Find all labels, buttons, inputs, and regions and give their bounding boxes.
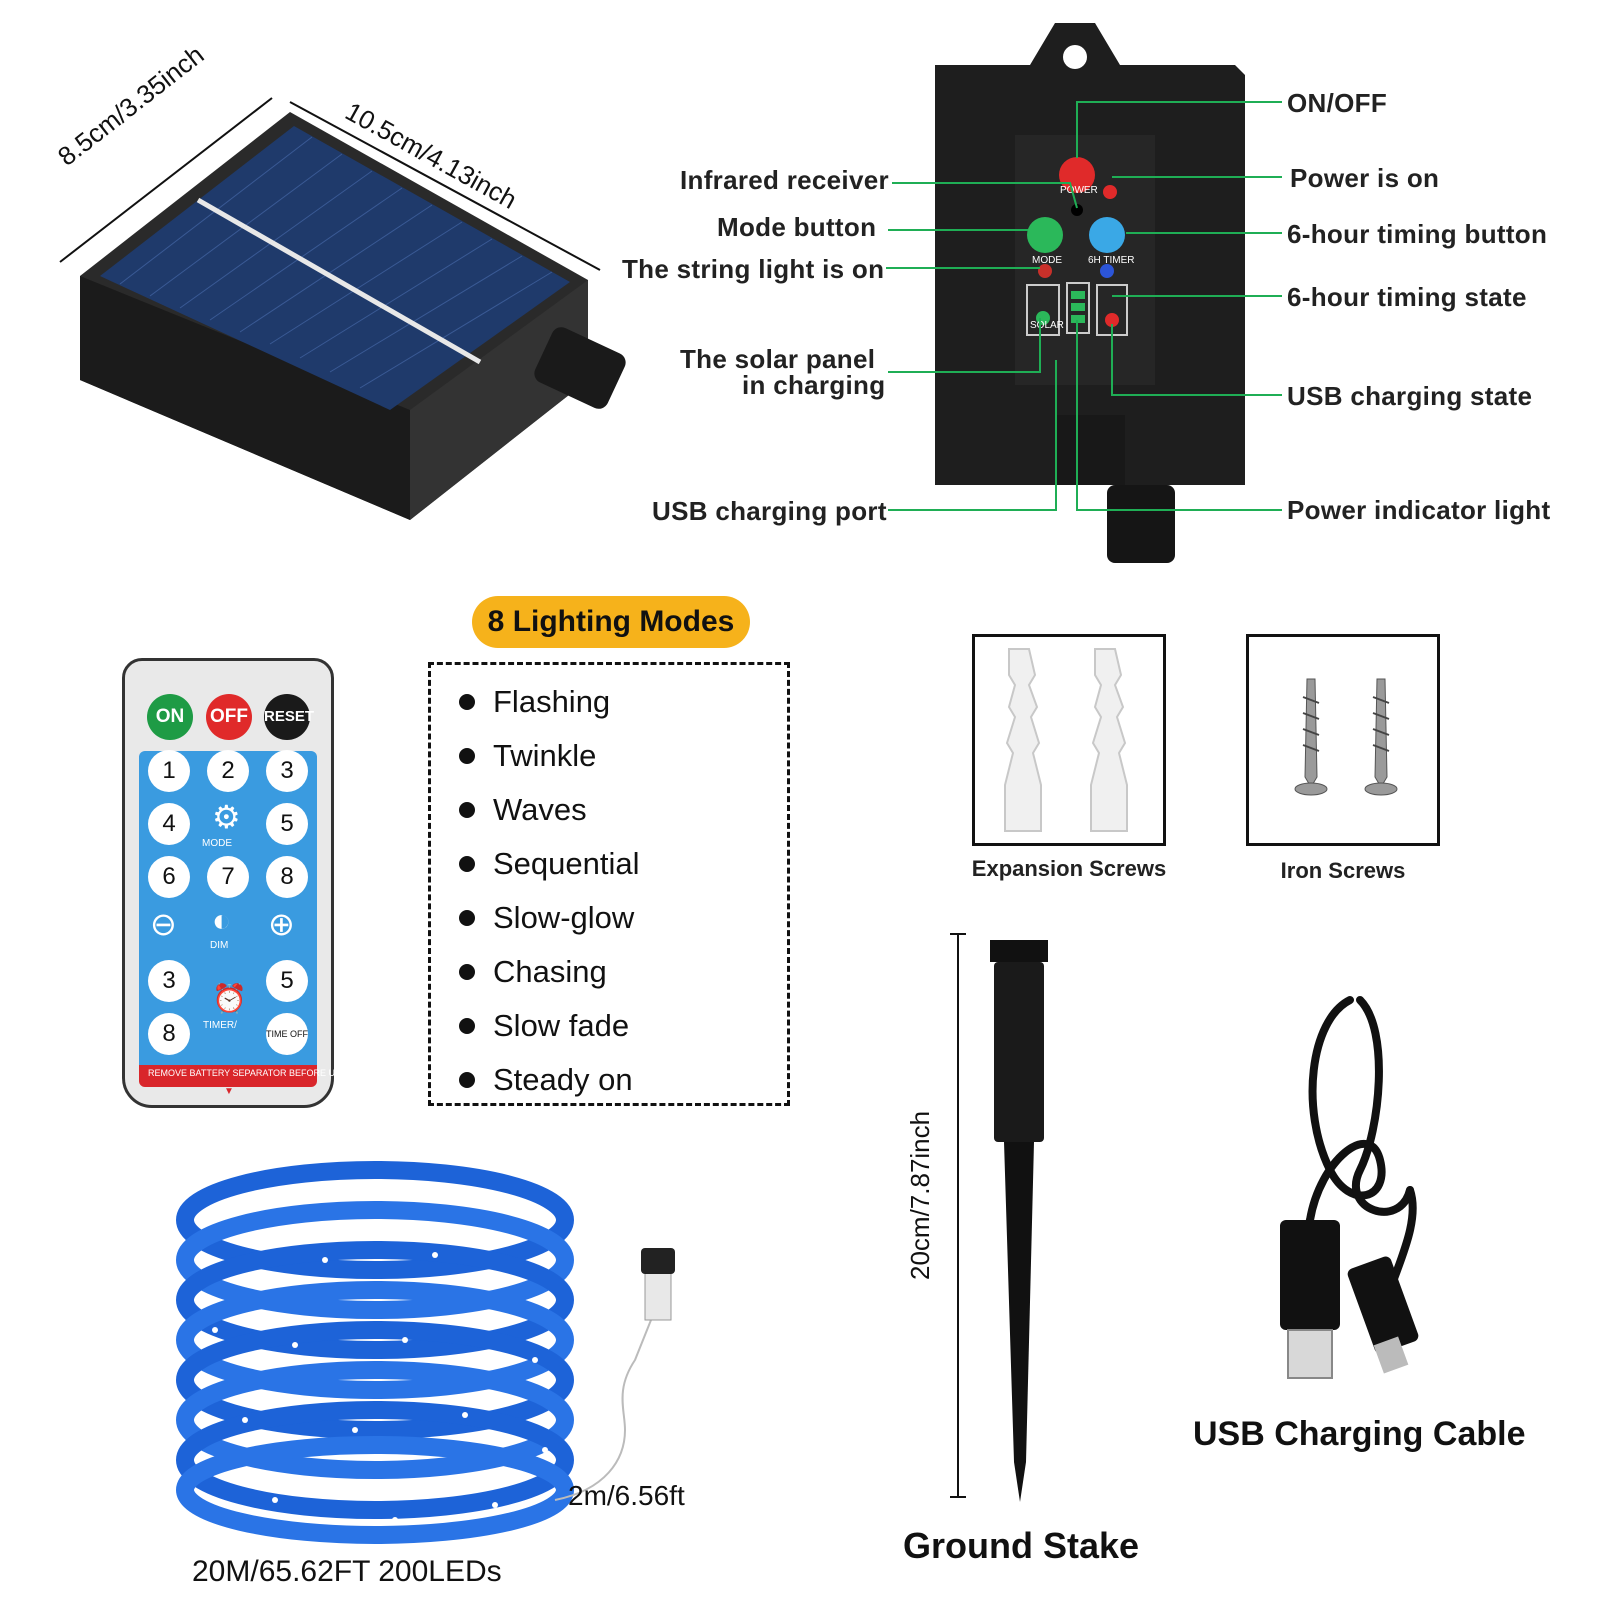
remote-arrow-icon: ▼ [224,1086,234,1097]
dim-plus-icon[interactable]: ⊕ [268,906,295,942]
controller-box [935,23,1245,563]
lighting-modes-title: 8 Lighting Modes [472,596,750,648]
label-timing-state: 6-hour timing state [1287,282,1527,312]
remote-digit-2[interactable]: 2 [207,750,249,792]
remote-digit-1[interactable]: 1 [148,750,190,792]
iron-screw-image [1294,678,1398,796]
remote-digit-8[interactable]: 8 [266,856,308,898]
label-power-indicator: Power indicator light [1287,495,1551,525]
expansion-screws-caption: Expansion Screws [971,856,1167,881]
mode-item: Steady on [459,1053,787,1107]
lighting-modes-list: Flashing Twinkle Waves Sequential Slow-g… [428,662,790,1106]
expansion-screw-image [1004,648,1128,832]
ground-stake-caption: Ground Stake [903,1525,1140,1566]
label-timing-button: 6-hour timing button [1287,219,1548,249]
mode-item: Twinkle [459,729,787,783]
remote-timer-5[interactable]: 5 [266,960,308,1002]
solar-panel-illustration [59,97,626,520]
mode-item: Waves [459,783,787,837]
rope-length-label: 20M/65.62FT 200LEDs [192,1555,502,1588]
rope-lead-length: 2m/6.56ft [568,1480,685,1511]
remote-timer-3[interactable]: 3 [148,960,190,1002]
usb-cable-caption: USB Charging Cable [1193,1415,1526,1453]
expansion-screws-box [972,634,1166,846]
dim-minus-icon[interactable]: ⊖ [150,906,177,942]
remote-digit-7[interactable]: 7 [207,856,249,898]
rope-light-coil [176,1161,675,1544]
remote-warning-text: REMOVE BATTERY SEPARATOR BEFORE USE [148,1068,348,1078]
label-solar-panel-charging-1: The solar panel [680,344,876,374]
remote-off-button[interactable]: OFF [206,694,252,740]
label-infrared-receiver: Infrared receiver [680,165,889,195]
remote-timer-label: TIMER/ [203,1020,237,1031]
mode-item: Sequential [459,837,787,891]
remote-timer-8[interactable]: 8 [148,1013,190,1055]
remote-warning-strip [139,1065,317,1087]
mode-item: Slow fade [459,999,787,1053]
dim-brightness-icon: ◐ [212,902,232,938]
power-text: POWER [1060,185,1098,196]
remote-on-button[interactable]: ON [147,694,193,740]
remote-dim-label: DIM [210,940,229,951]
remote-digit-5[interactable]: 5 [266,803,308,845]
remote-mode-label: MODE [202,838,232,849]
mode-item: Slow-glow [459,891,787,945]
remote-digit-6[interactable]: 6 [148,856,190,898]
remote-reset-button[interactable]: RESET [264,694,314,740]
label-mode-button: Mode button [717,212,877,242]
usb-cable-image [1280,996,1419,1379]
alarm-clock-icon: ⏰ [212,983,247,1014]
iron-screws-caption: Iron Screws [1280,858,1406,883]
label-solar-panel-charging-2: in charging [742,370,886,400]
remote-time-off-button[interactable]: TIME OFF [266,1013,308,1055]
label-usb-charging-state: USB charging state [1287,381,1533,411]
iron-screws-box [1246,634,1440,846]
solar-text: SOLAR [1030,320,1064,331]
ground-stake-image [950,933,1048,1502]
callout-lines [886,101,1282,511]
remote-digit-3[interactable]: 3 [266,750,308,792]
timer-text: 6H TIMER [1088,255,1135,266]
label-string-light-on: The string light is on [622,254,885,284]
mode-text: MODE [1032,255,1062,266]
stake-height-dimension: 20cm/7.87inch [905,1110,935,1280]
mode-item: Flashing [459,675,787,729]
mode-gear-icon[interactable]: ⚙ [212,799,241,835]
remote-digit-4[interactable]: 4 [148,803,190,845]
mode-item: Chasing [459,945,787,999]
label-usb-charging-port: USB charging port [652,496,887,526]
label-power-is-on: Power is on [1290,163,1440,193]
label-on-off: ON/OFF [1287,88,1388,118]
